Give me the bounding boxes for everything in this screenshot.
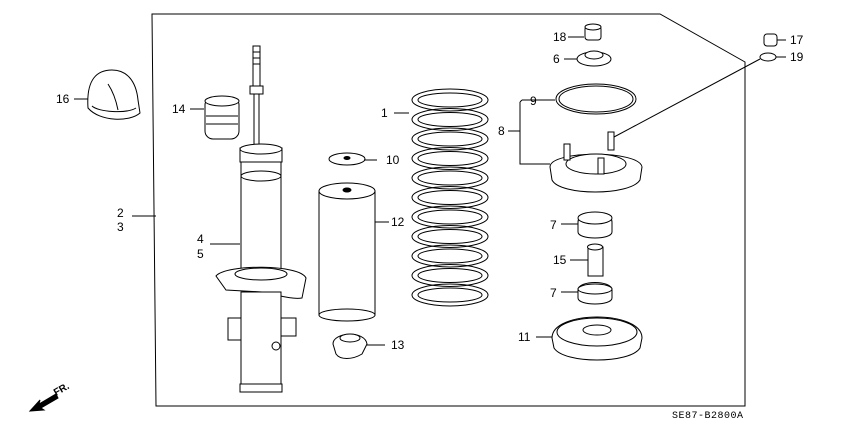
front-label: FR. xyxy=(52,381,72,399)
callout-9: 9 xyxy=(530,94,537,108)
callout-16: 16 xyxy=(56,92,70,106)
part-18-nut xyxy=(584,23,602,41)
front-direction-arrow-icon: FR. xyxy=(28,381,72,412)
callout-18: 18 xyxy=(553,30,567,44)
part-7-bushing-lower xyxy=(577,282,613,305)
callout-8: 8 xyxy=(498,124,505,138)
callout-7-lower: 7 xyxy=(550,286,557,300)
callout-5: 5 xyxy=(197,247,204,261)
part-16-cap xyxy=(87,69,141,120)
callout-7-upper: 7 xyxy=(550,218,557,232)
diagram-code: SE87-B2800A xyxy=(672,411,744,422)
part-10-washer xyxy=(328,152,366,166)
part-7-bushing-upper xyxy=(577,211,613,239)
part-6-washer xyxy=(576,50,612,67)
callout-17: 17 xyxy=(790,33,804,47)
part-4-shock-absorber xyxy=(215,45,307,393)
part-15-collar xyxy=(587,243,604,277)
callout-2: 2 xyxy=(117,206,124,220)
part-14-bump-stop xyxy=(204,95,240,140)
callout-14: 14 xyxy=(172,102,186,116)
part-13-seat xyxy=(332,333,368,359)
callouts: 1 2 3 4 5 6 7 7 8 9 10 11 12 13 14 15 16… xyxy=(56,30,804,352)
callout-19: 19 xyxy=(790,50,804,64)
callout-11: 11 xyxy=(518,330,531,344)
callout-12: 12 xyxy=(391,215,405,229)
callout-10: 10 xyxy=(386,153,400,167)
callout-13: 13 xyxy=(391,338,405,352)
part-17-nut xyxy=(763,33,778,47)
callout-3: 3 xyxy=(117,220,124,234)
callout-1: 1 xyxy=(381,106,388,120)
callout-15: 15 xyxy=(553,253,567,267)
diagram-frame xyxy=(151,13,746,407)
callout-4: 4 xyxy=(197,232,204,246)
part-1-coil-spring xyxy=(411,88,489,307)
leader-lines xyxy=(74,36,786,346)
part-12-dust-boot xyxy=(318,182,376,322)
part-19-washer xyxy=(759,52,777,62)
part-8-mount xyxy=(549,131,643,193)
part-11-base xyxy=(551,316,643,361)
part-9-ring xyxy=(555,83,637,115)
callout-6: 6 xyxy=(553,52,560,66)
